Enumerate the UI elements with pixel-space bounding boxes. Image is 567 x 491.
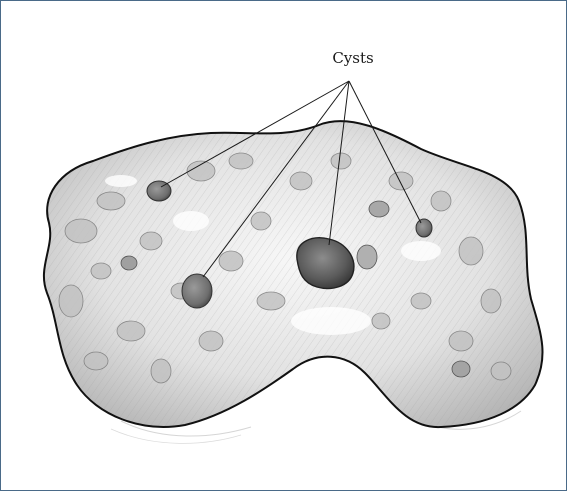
cyst-right <box>416 219 432 237</box>
cyst-small-1 <box>369 201 389 217</box>
cysts-label: Cysts <box>332 49 373 67</box>
cyst-small-2 <box>357 245 377 269</box>
cyst-upper-left <box>147 181 171 201</box>
cyst-small-4 <box>452 361 470 377</box>
cyst-small-3 <box>121 256 137 270</box>
kidney-body <box>1 101 566 441</box>
cyst-left-lower <box>182 274 212 308</box>
